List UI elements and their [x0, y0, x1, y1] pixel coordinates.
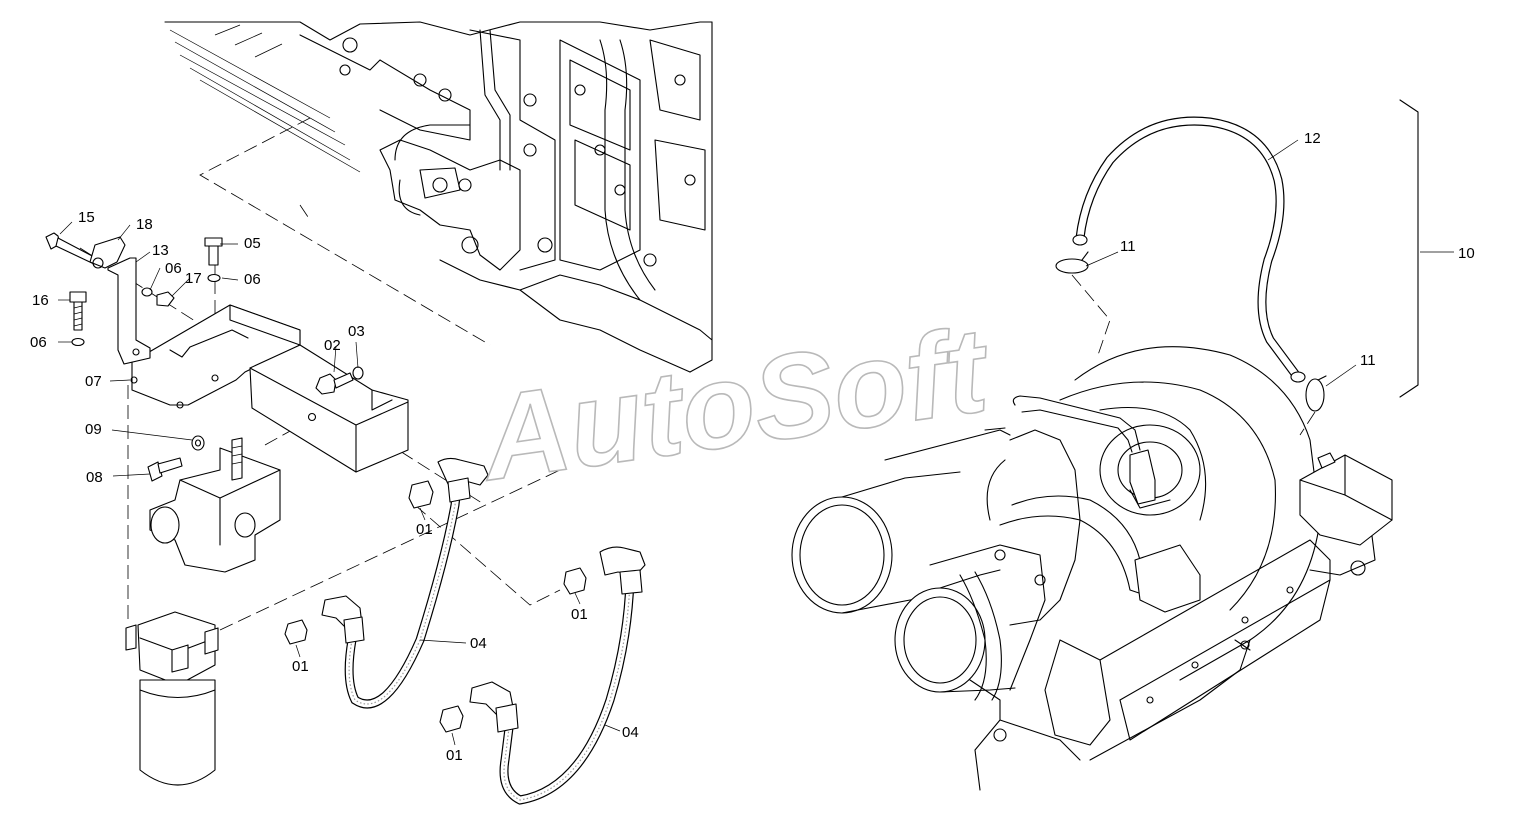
clamp-11-lower — [1305, 375, 1327, 412]
label-11-a: 11 — [1120, 238, 1136, 255]
label-06-a: 06 — [165, 260, 182, 277]
bracket-02-03 — [249, 344, 409, 473]
watermark: AutoSoft — [471, 302, 999, 506]
nut-17 — [156, 291, 175, 307]
engine-block — [164, 21, 713, 373]
label-01-b: 01 — [571, 606, 588, 623]
label-03: 03 — [348, 323, 365, 340]
hose-04-upper — [321, 457, 489, 709]
hose-guide-line-2 — [1299, 411, 1316, 436]
label-01-a: 01 — [416, 521, 433, 538]
label-13: 13 — [152, 242, 169, 259]
label-02: 02 — [324, 337, 341, 354]
label-17: 17 — [185, 270, 202, 287]
turbocharger — [791, 346, 1393, 791]
washer-09 — [191, 435, 205, 451]
assembly-guide-lines — [79, 117, 561, 631]
label-04-a: 04 — [470, 635, 487, 652]
label-09: 09 — [85, 421, 102, 438]
bracket-07 — [130, 304, 301, 409]
label-08: 08 — [86, 469, 103, 486]
hose-guide-line — [1071, 274, 1111, 356]
washer-06-a — [141, 273, 221, 297]
filter-head — [149, 437, 281, 573]
label-06-c: 06 — [30, 334, 47, 351]
bolt-08 — [147, 457, 183, 482]
label-04-b: 04 — [622, 724, 639, 741]
label-11-b: 11 — [1360, 352, 1376, 369]
strap-13 — [107, 257, 151, 365]
hose-04-lower — [469, 546, 646, 805]
leader-lines — [58, 139, 1454, 746]
label-15: 15 — [78, 209, 95, 226]
part-labels: 15 18 13 05 06 17 06 16 06 02 03 07 09 0… — [30, 130, 1475, 764]
bolt-16 — [69, 291, 87, 347]
label-12: 12 — [1304, 130, 1321, 147]
label-01-c: 01 — [292, 658, 309, 675]
adapters-01 — [284, 480, 587, 733]
bolt-05 — [204, 237, 223, 266]
label-01-d: 01 — [446, 747, 463, 764]
filter-assembly — [125, 611, 219, 786]
label-10: 10 — [1458, 245, 1475, 262]
hose-12 — [1072, 116, 1306, 383]
label-16: 16 — [32, 292, 49, 309]
bolt-15 — [45, 232, 97, 265]
clamp-11-upper — [1055, 251, 1089, 274]
label-18: 18 — [136, 216, 153, 233]
group-bracket-10 — [1399, 99, 1419, 398]
label-07: 07 — [85, 373, 102, 390]
label-05: 05 — [244, 235, 261, 252]
label-06-b: 06 — [244, 271, 261, 288]
